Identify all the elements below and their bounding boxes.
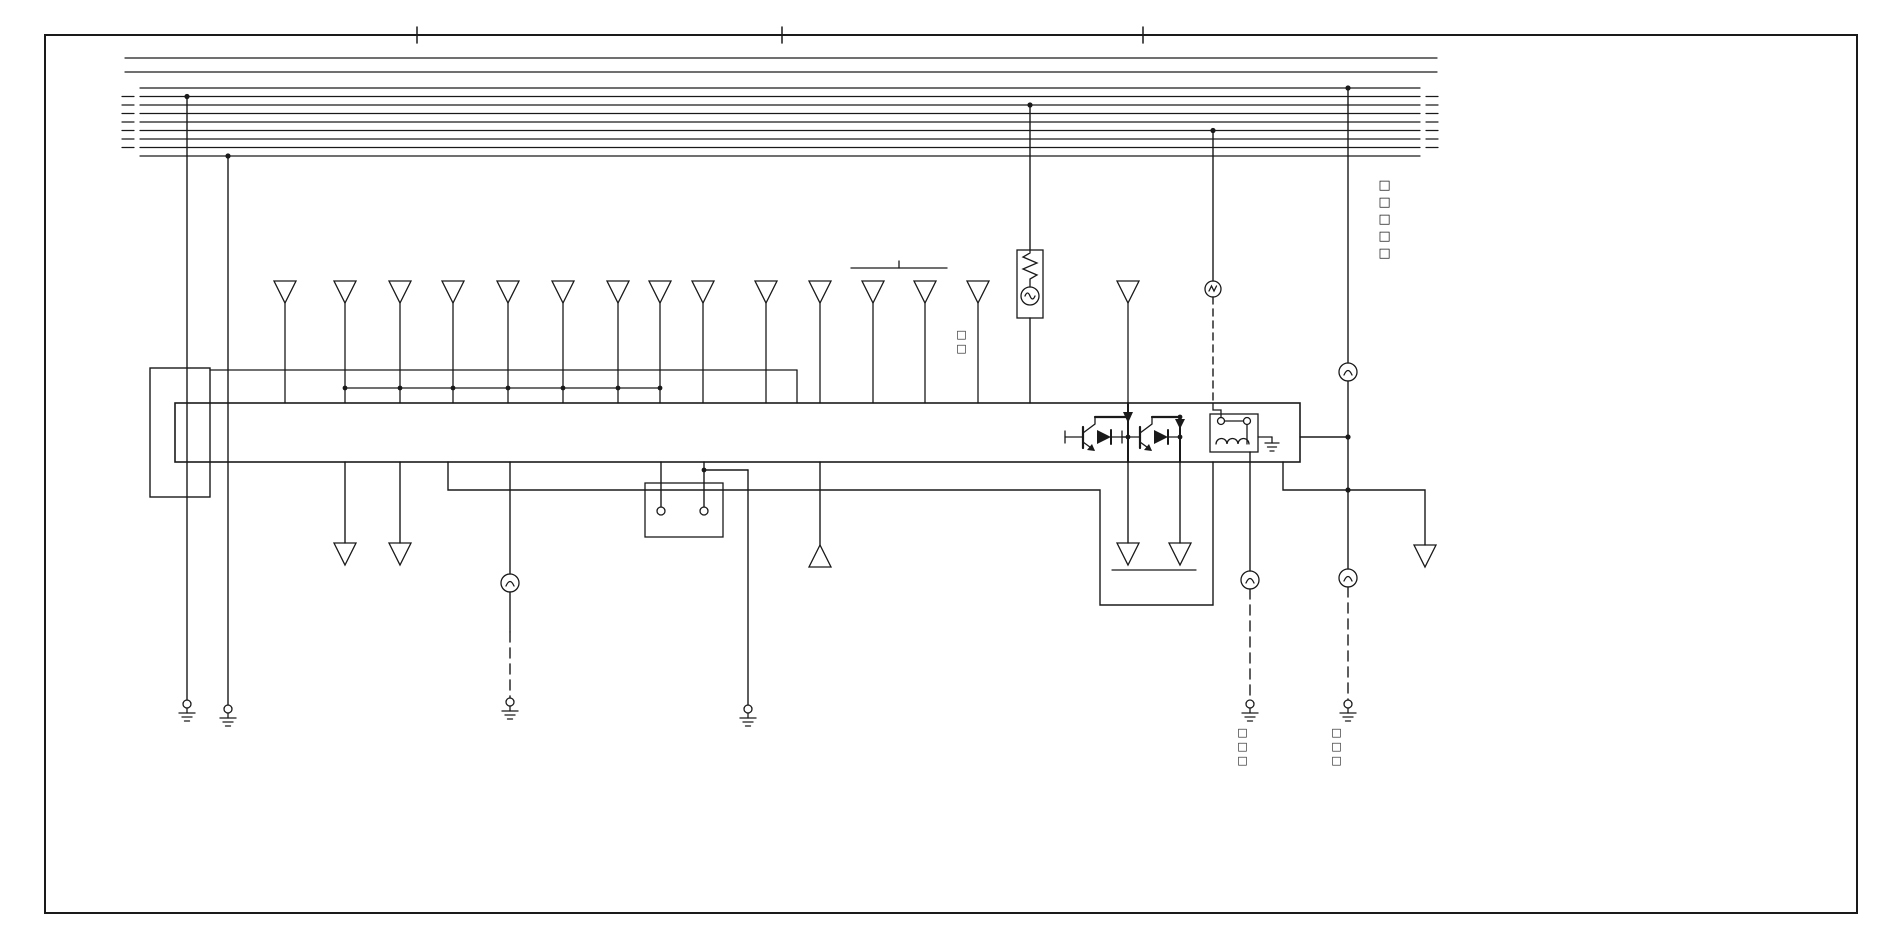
label-bottom-left: □□□ <box>1236 726 1249 768</box>
tie-lines <box>209 369 798 404</box>
input-connector-triangles <box>273 280 1140 404</box>
inline-device-relay-feed <box>1204 129 1222 404</box>
page-border <box>44 26 1858 914</box>
switch-tap-dot <box>701 467 707 473</box>
driver-transistor-2 <box>1121 415 1185 463</box>
label-mid: □□ <box>955 328 968 356</box>
right-feed-wire <box>1299 87 1358 701</box>
label-bottom-right: □□□ <box>1330 726 1343 768</box>
driver-junction-dots <box>1125 414 1183 440</box>
top-harness-bus <box>121 57 1439 157</box>
left-power-drops <box>186 95 229 706</box>
label-right-top: □□□□□ <box>1377 178 1392 263</box>
paired-connector-bracket <box>850 260 948 269</box>
lower-routing-loop <box>447 461 1437 606</box>
driver-transistor-1 <box>1064 402 1133 463</box>
ground-symbols <box>178 697 1357 727</box>
switch-box <box>644 482 724 538</box>
control-unit-block <box>174 402 1301 463</box>
left-connector-box <box>149 367 211 498</box>
relay-component <box>1209 402 1280 453</box>
output-wires <box>333 451 1260 706</box>
lamp-resistor-component <box>1016 104 1044 404</box>
